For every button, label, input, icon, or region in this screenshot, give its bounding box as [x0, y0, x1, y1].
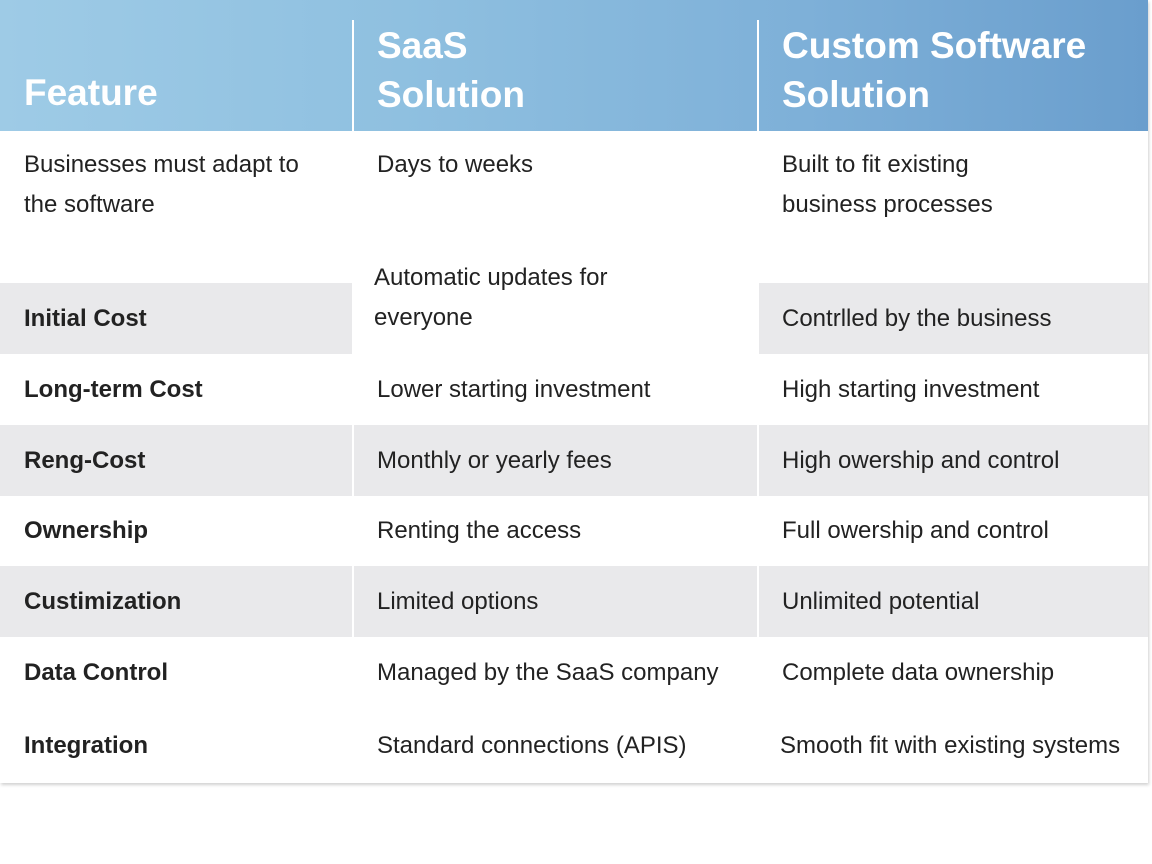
cell-text: Initial Cost: [24, 304, 147, 332]
cell-custom: Full owership and control: [758, 496, 1148, 566]
table-header: Feature SaaS Solution Custom Software So…: [0, 0, 1148, 131]
cell-saas: Standard connections (APIS): [353, 708, 758, 783]
cell-text: Monthly or yearly fees: [377, 446, 612, 474]
cell-text: Built to fit existing business processes: [782, 151, 993, 218]
cell-saas-overflow: Automatic updates for everyone: [374, 258, 734, 338]
cell-saas: Renting the access: [353, 496, 758, 566]
cell-text: Renting the access: [377, 517, 582, 544]
table-row: Initial Cost Contrlled by the business: [0, 283, 1148, 354]
header-custom: Custom Software Solution: [758, 0, 1148, 131]
cell-saas: Managed by the SaaS company: [353, 637, 758, 708]
cell-feature: Long-term Cost: [0, 354, 353, 425]
table-row: Custimization Limited options Unlimited …: [0, 566, 1148, 637]
cell-custom: High starting investment: [758, 354, 1148, 425]
table-row: Data Control Managed by the SaaS company…: [0, 637, 1148, 708]
cell-custom: Unlimited potential: [758, 566, 1148, 637]
cell-custom: Built to fit existing business processes: [758, 131, 1148, 283]
cell-feature: Ownership: [0, 496, 353, 566]
cell-feature: Custimization: [0, 566, 353, 637]
cell-custom: Smooth fit with existing systems: [758, 708, 1148, 783]
header-feature: Feature: [0, 0, 353, 131]
cell-text: Automatic updates for everyone: [374, 264, 608, 331]
cell-feature: Integration: [0, 708, 353, 783]
cell-text: Full owership and control: [782, 517, 1049, 544]
cell-custom: Complete data ownership: [758, 637, 1148, 708]
header-divider: [352, 20, 354, 131]
header-feature-label: Feature: [24, 72, 158, 113]
cell-text: Contrlled by the business: [782, 304, 1052, 332]
cell-text: Complete data ownership: [782, 658, 1055, 686]
column-divider: [352, 131, 354, 783]
cell-saas: [353, 283, 758, 354]
header-custom-line2: Solution: [782, 74, 930, 115]
cell-saas: Monthly or yearly fees: [353, 425, 758, 496]
header-custom-line1: Custom Software: [782, 25, 1087, 66]
cell-text: Businesses must adapt to the software: [24, 151, 299, 218]
cell-text: Data Control: [24, 658, 168, 686]
cell-text: High starting investment: [782, 375, 1040, 403]
cell-text: High owership and control: [782, 446, 1060, 474]
column-divider: [757, 131, 759, 783]
cell-saas: Limited options: [353, 566, 758, 637]
header-saas-line1: SaaS: [377, 25, 468, 66]
cell-text: Days to weeks: [377, 151, 534, 178]
cell-feature: Reng-Cost: [0, 425, 353, 496]
cell-text: Integration: [24, 731, 148, 759]
header-saas-line2: Solution: [377, 74, 525, 115]
cell-text: Standard connections (APIS): [377, 731, 687, 759]
cell-text: Smooth fit with existing systems: [780, 731, 1121, 759]
table-row: Integration Standard connections (APIS) …: [0, 708, 1148, 783]
table-row: Businesses must adapt to the software Da…: [0, 131, 1148, 283]
cell-text: Reng-Cost: [24, 446, 146, 474]
table-row: Ownership Renting the access Full owersh…: [0, 496, 1148, 566]
cell-feature: Businesses must adapt to the software: [0, 131, 353, 283]
header-saas: SaaS Solution: [353, 0, 758, 131]
table-row: Long-term Cost Lower starting investment…: [0, 354, 1148, 425]
cell-text: Unlimited potential: [782, 587, 980, 615]
cell-custom: High owership and control: [758, 425, 1148, 496]
cell-text: Long-term Cost: [24, 375, 203, 403]
comparison-table: Feature SaaS Solution Custom Software So…: [0, 0, 1148, 783]
cell-saas: Days to weeks: [353, 131, 758, 283]
cell-saas: Lower starting investment: [353, 354, 758, 425]
cell-feature: Initial Cost: [0, 283, 353, 354]
header-divider: [757, 20, 759, 131]
cell-text: Managed by the SaaS company: [377, 658, 719, 686]
cell-text: Limited options: [377, 587, 539, 615]
cell-text: Custimization: [24, 587, 182, 615]
table-row: Reng-Cost Monthly or yearly fees High ow…: [0, 425, 1148, 496]
cell-feature: Data Control: [0, 637, 353, 708]
cell-text: Lower starting investment: [377, 375, 651, 403]
cell-custom: Contrlled by the business: [758, 283, 1148, 354]
cell-text: Ownership: [24, 517, 149, 544]
